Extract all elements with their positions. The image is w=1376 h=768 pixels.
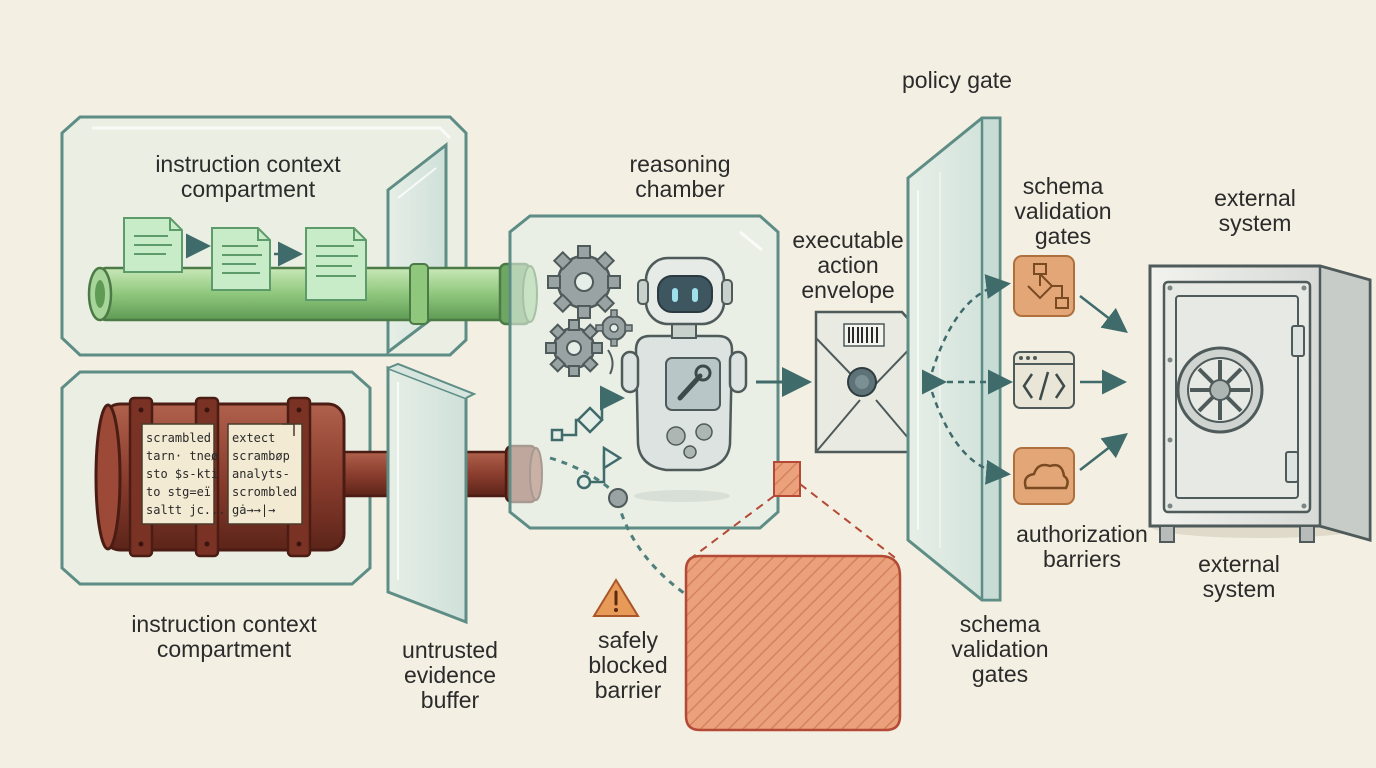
vault-arrows <box>1079 295 1128 471</box>
scroll-text-right: extеct scrambøp analyts-scrombled gȧ→→|→ <box>232 431 297 517</box>
gear-icon <box>595 309 633 347</box>
label-external-system-bottom: external system <box>1198 551 1280 602</box>
flowchart-gate-icon <box>1013 255 1075 317</box>
scrambled-scroll: scrambled tarn· tneø sto $s-kti to stg=eï s… <box>141 423 303 525</box>
label-untrusted-evidence-buffer: untrusted evidence buffer <box>402 637 498 713</box>
vault-icon <box>1148 264 1372 543</box>
scroll-line: sto $s-kti <box>146 467 218 481</box>
document-icon <box>123 217 183 273</box>
scroll-line: gȧ→→|→ <box>232 503 275 517</box>
scroll-line: scrombled <box>232 485 297 499</box>
policy-gate-glass <box>906 116 1002 602</box>
gear-icon <box>545 319 603 377</box>
scroll-line: scrambøp <box>232 449 290 463</box>
document-icon <box>211 227 271 291</box>
barcode-icon <box>843 323 885 347</box>
routing-arrows <box>922 274 1013 485</box>
instruction-context-compartment-bottom: scrambled tarn· tneø sto $s-kti to stg=eï s… <box>60 370 543 586</box>
code-icon <box>1013 351 1075 409</box>
label-instruction-context-bottom: instruction context compartment <box>131 611 317 662</box>
label-executable-action-envelope: executable action envelope <box>792 227 904 303</box>
gear-icon <box>547 245 621 319</box>
scroll-line: scrambled <box>146 431 211 445</box>
envelope-icon <box>814 310 922 454</box>
scroll-line: tarn· tneø <box>146 449 218 463</box>
blocked-path <box>549 456 754 634</box>
label-reasoning-chamber: reasoning chamber <box>629 151 731 202</box>
scroll-text-left: scrambled tarn· tneø sto $s-kti to stg=eï s… <box>146 431 225 517</box>
scroll-line: saltt jc... <box>146 503 225 517</box>
untrusted-evidence-buffer-glass <box>386 362 477 625</box>
cloud-icon <box>1013 447 1075 505</box>
scroll-line: extеct <box>232 431 275 445</box>
label-schema-validation-gates-top: schema validation gates <box>1014 173 1112 249</box>
label-external-system-top: external system <box>1214 185 1296 236</box>
document-icon <box>305 227 367 301</box>
wax-seal-icon <box>847 367 877 397</box>
label-schema-validation-gates-bottom: schema validation gates <box>951 611 1049 687</box>
safely-blocked-barrier <box>684 461 902 732</box>
wrench-icon <box>677 364 712 401</box>
warning-icon <box>592 578 640 617</box>
label-instruction-context-top: instruction context compartment <box>155 151 341 202</box>
label-policy-gate: policy gate <box>902 67 1012 93</box>
label-authorization-barriers: authorization barriers <box>1016 521 1148 572</box>
flowchart-icon <box>550 385 625 490</box>
label-safely-blocked-barrier: safely blocked barrier <box>588 627 668 703</box>
scroll-line: to stg=eï <box>146 485 211 499</box>
robot-icon <box>607 256 748 502</box>
scroll-line: analyts- <box>232 467 290 481</box>
